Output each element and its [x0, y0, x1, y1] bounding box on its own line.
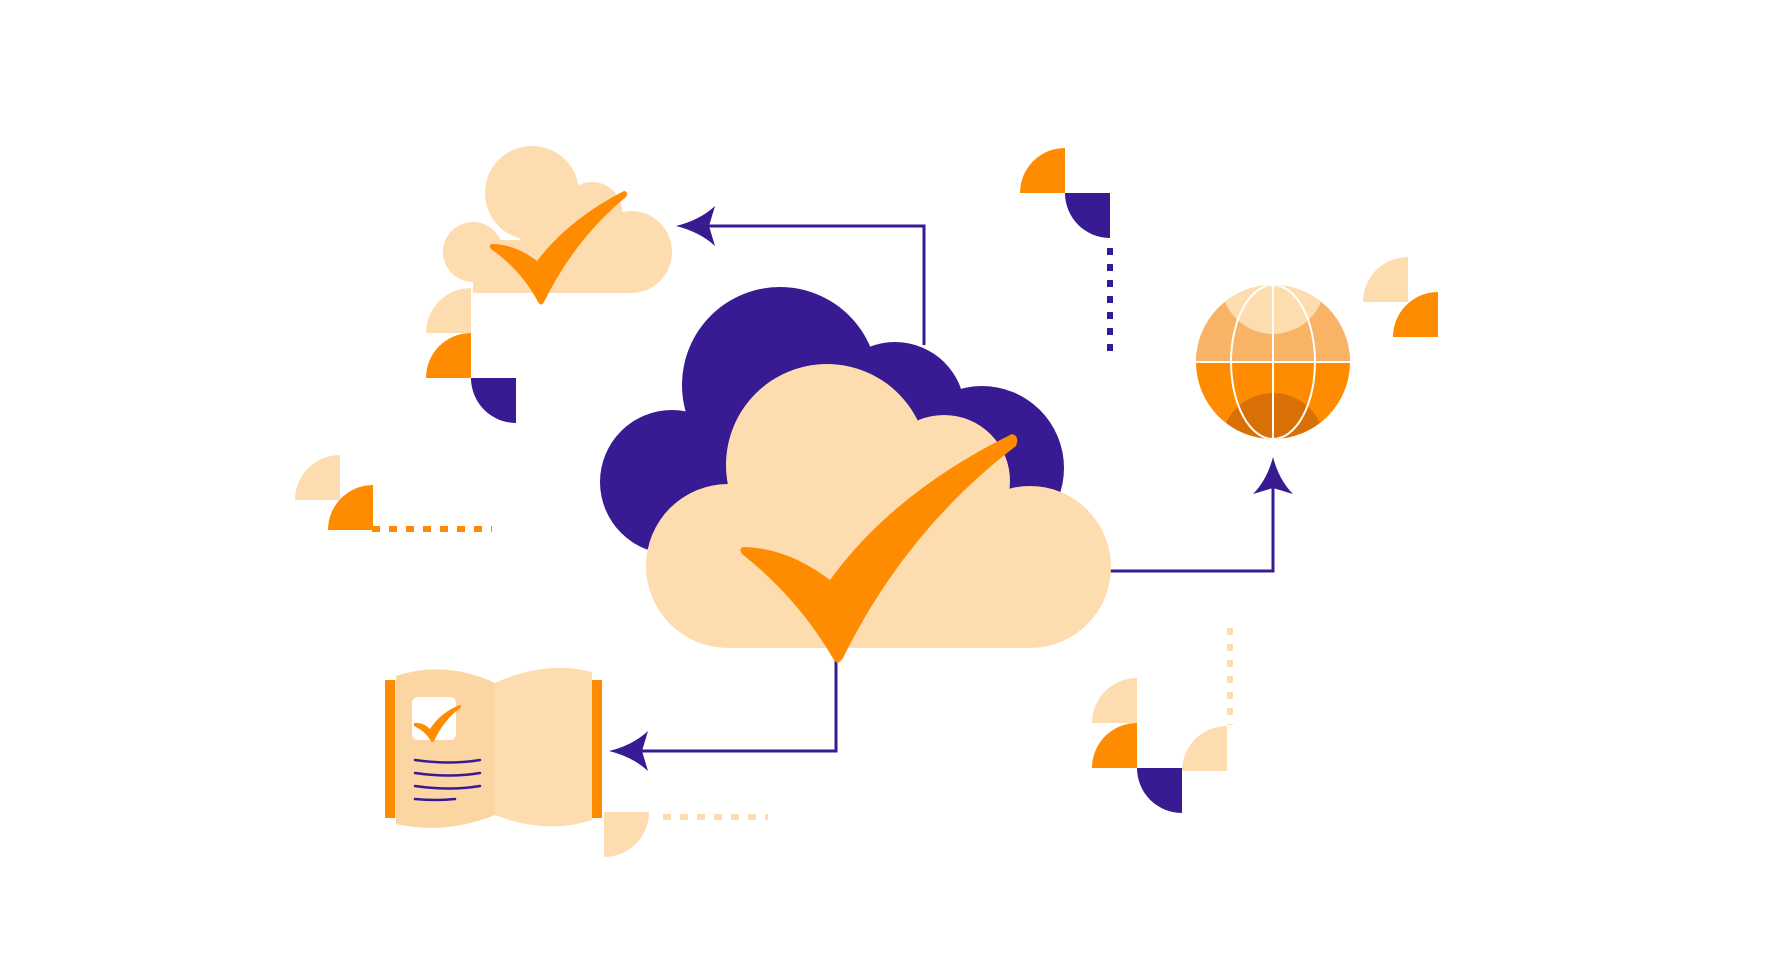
arrowhead-up-icon	[1253, 457, 1293, 494]
connector-to-small-cloud	[707, 224, 926, 345]
cloud-check-icon	[489, 191, 628, 305]
cloud-check-icon	[740, 434, 1018, 663]
arrowhead-left-icon	[609, 731, 648, 771]
book-group	[385, 667, 602, 828]
book-text-lines	[413, 758, 482, 802]
connector-to-globe	[1100, 485, 1275, 573]
connectors	[609, 206, 1293, 771]
checkbox-check-icon	[414, 705, 461, 742]
globe-icon	[1196, 285, 1350, 439]
arrowhead-left-icon	[676, 206, 715, 246]
connector-to-book	[640, 660, 838, 753]
decorative-shapes	[295, 148, 1438, 857]
globe-group	[1196, 285, 1350, 439]
dotted-lines	[372, 248, 1233, 820]
small-cloud-group	[443, 146, 672, 305]
main-cloud-group	[600, 287, 1111, 663]
